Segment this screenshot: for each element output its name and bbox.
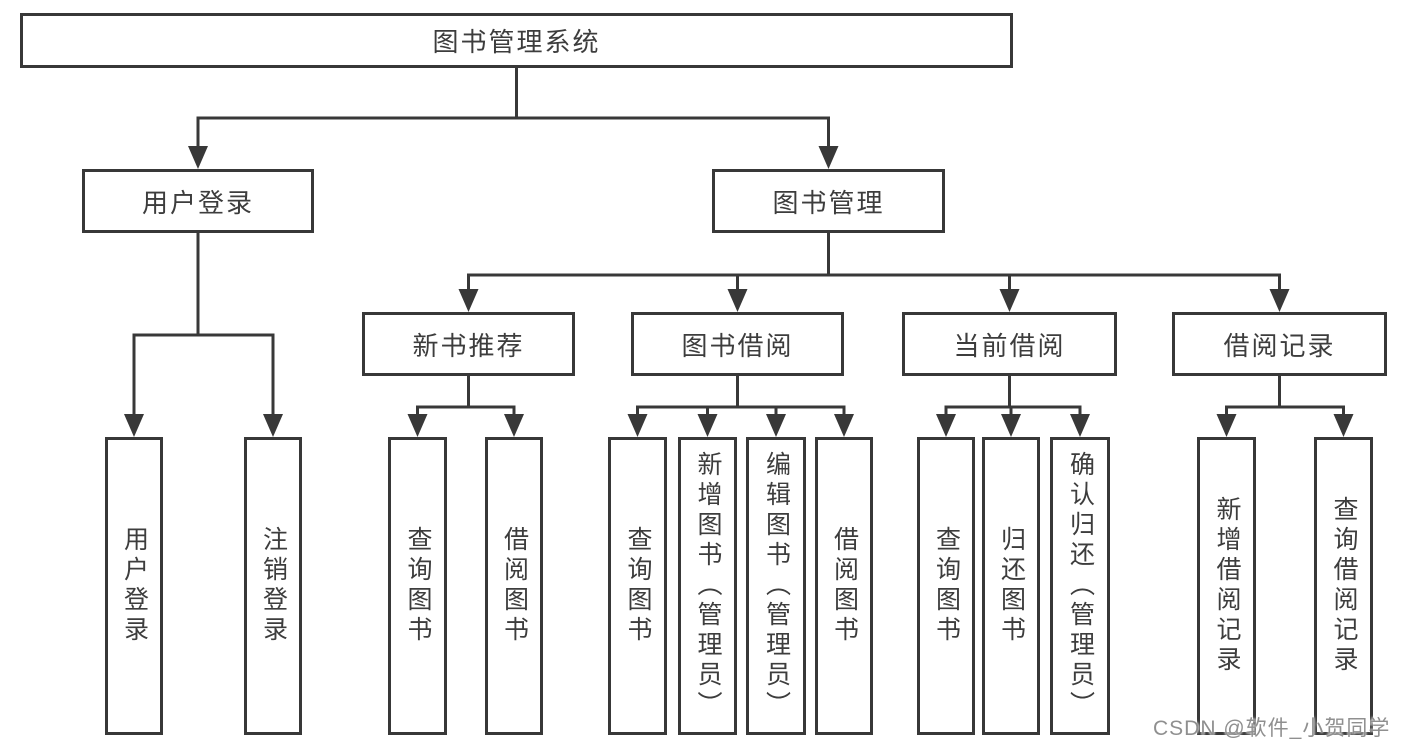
leaf-confirm-return-admin: 确认归还（管理员）: [1050, 437, 1110, 735]
leaf-borrow-books-recommend: 借阅图书: [485, 437, 543, 735]
leaf-borrow-books-borrowing: 借阅图书: [815, 437, 873, 735]
leaf-edit-books-admin: 编辑图书（管理员）: [746, 437, 806, 735]
leaf-add-borrow-record: 新增借阅记录: [1197, 437, 1256, 735]
watermark: CSDN @软件_小贺同学: [1153, 717, 1391, 740]
node-book-management: 图书管理: [712, 169, 945, 233]
node-new-book-recommend: 新书推荐: [362, 312, 575, 376]
leaf-query-books-recommend: 查询图书: [388, 437, 447, 735]
leaf-add-books-admin: 新增图书（管理员）: [678, 437, 737, 735]
leaf-return-books: 归还图书: [982, 437, 1040, 735]
leaf-query-borrow-record: 查询借阅记录: [1314, 437, 1373, 735]
leaf-logout: 注销登录: [244, 437, 302, 735]
node-current-borrowing: 当前借阅: [902, 312, 1117, 376]
leaf-query-books-current: 查询图书: [917, 437, 975, 735]
leaf-user-login: 用户登录: [105, 437, 163, 735]
node-user-login: 用户登录: [82, 169, 314, 233]
node-book-borrowing: 图书借阅: [631, 312, 844, 376]
leaf-query-books-borrowing: 查询图书: [608, 437, 667, 735]
node-root-system: 图书管理系统: [20, 13, 1013, 68]
node-borrowing-records: 借阅记录: [1172, 312, 1387, 376]
